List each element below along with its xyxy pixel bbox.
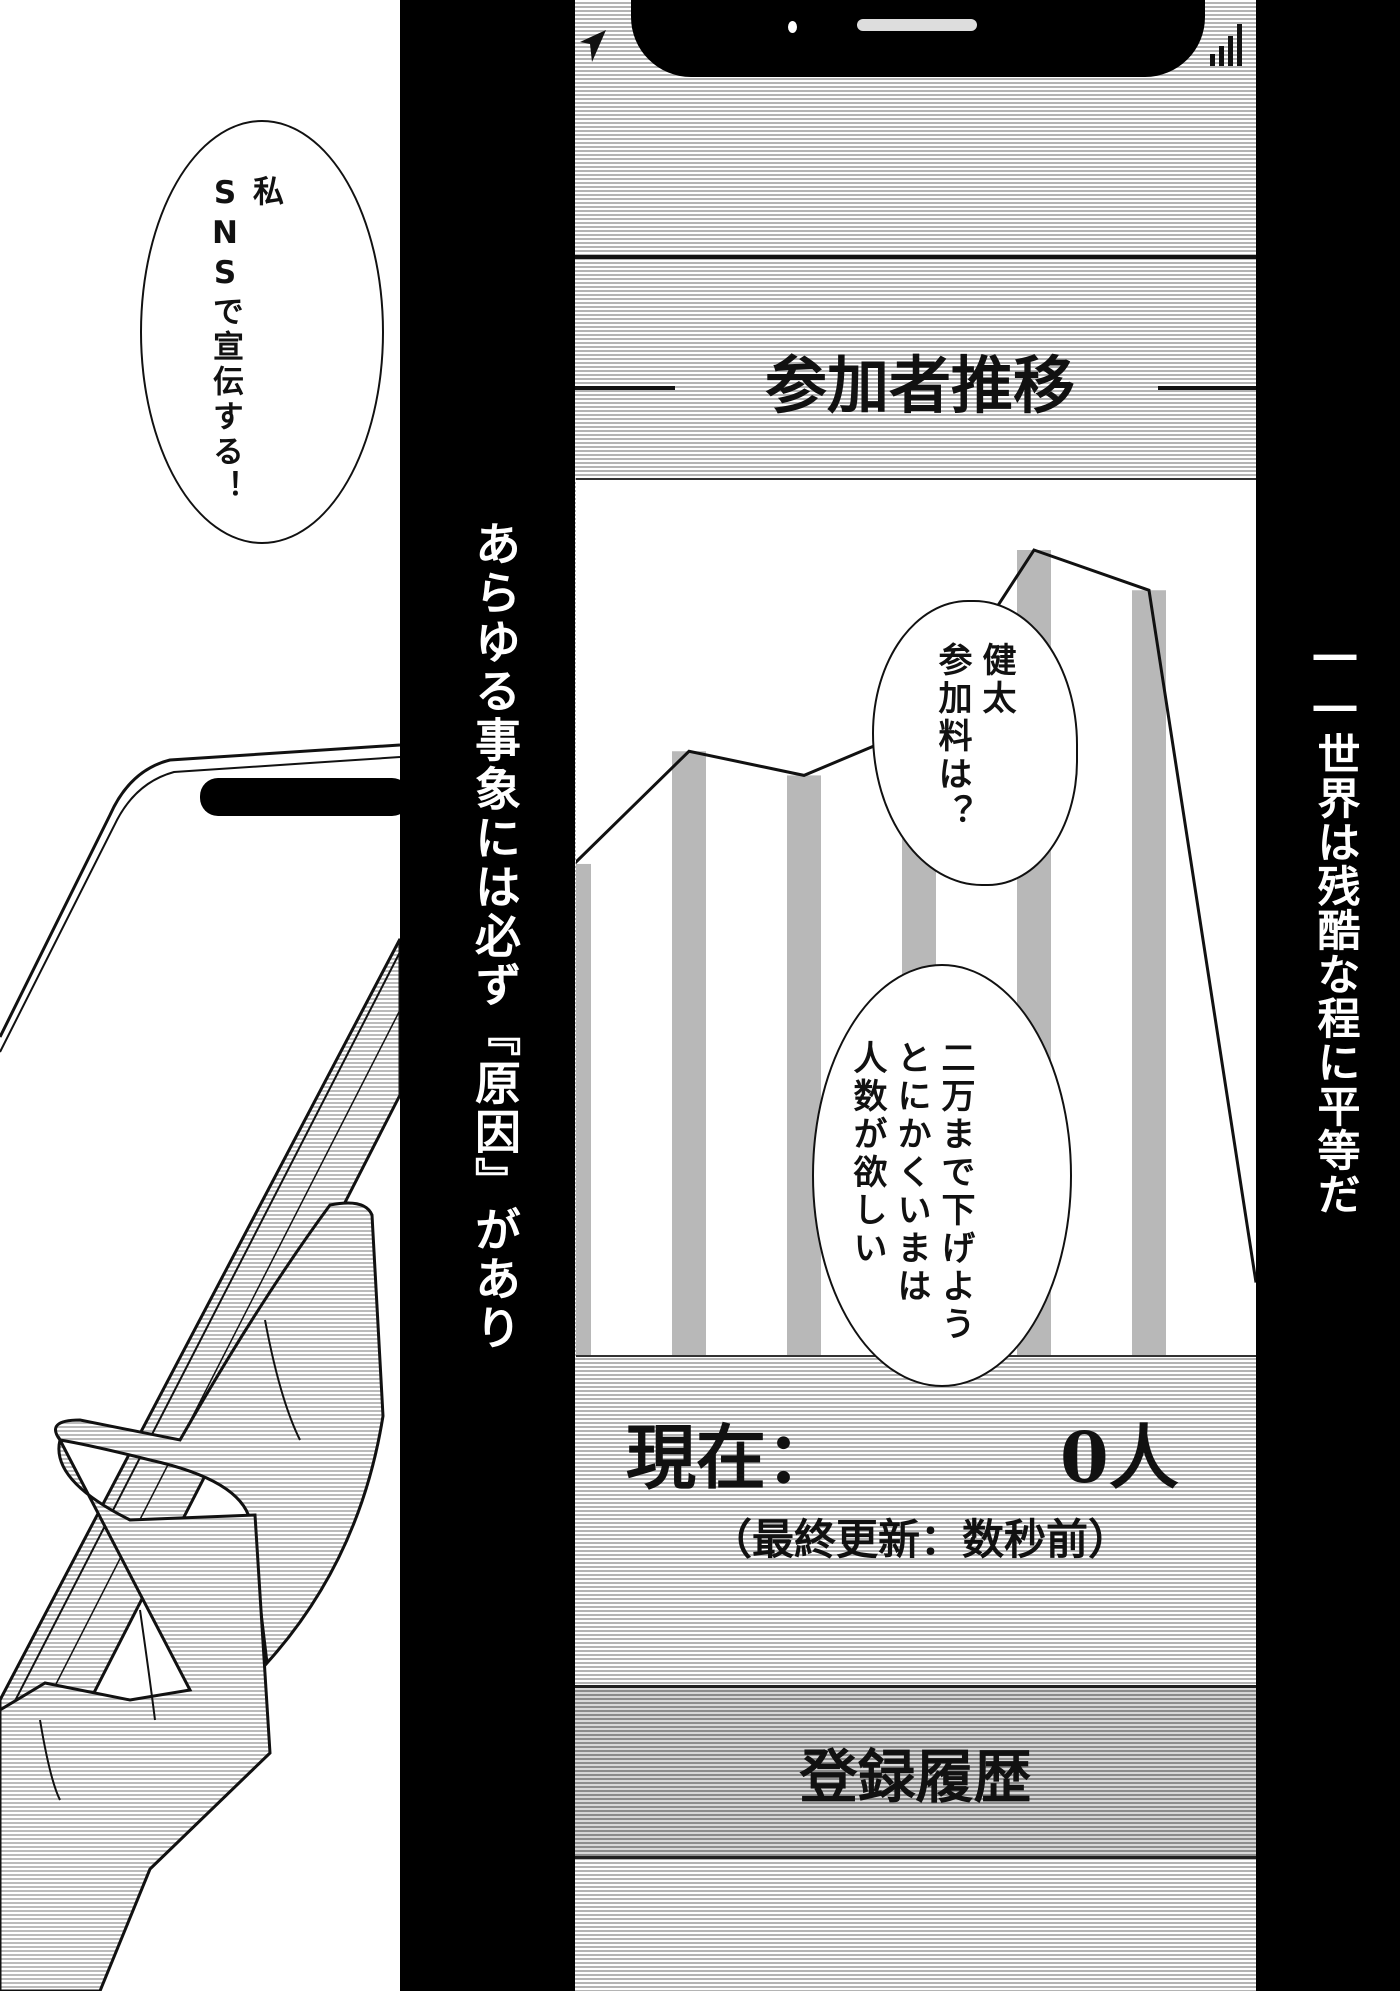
bubble-line: とにかくいまは bbox=[891, 1040, 931, 1306]
bubble-line: 人数が欲しい bbox=[847, 1040, 887, 1268]
current-label: 現在： bbox=[626, 1416, 836, 1499]
speech-bubble-sns-text: 私 SNSで宣伝する！ bbox=[205, 175, 285, 505]
header-divider bbox=[575, 255, 1256, 259]
history-button-label: 登録履歴 bbox=[799, 1743, 1032, 1811]
speech-bubble-price bbox=[812, 964, 1072, 1387]
phone-notch-drawing bbox=[200, 778, 400, 816]
camera-dot bbox=[788, 21, 797, 33]
chart-title: 参加者推移 bbox=[764, 349, 1075, 422]
speech-bubble-kenta-text: 健太 参加料は？ bbox=[930, 642, 1018, 832]
chart-bar bbox=[787, 775, 821, 1355]
title-line-right bbox=[1158, 386, 1256, 390]
current-count: 0人 bbox=[1060, 1416, 1179, 1499]
signal-bars-icon bbox=[1210, 24, 1242, 66]
bubble-line: SNSで宣伝する！ bbox=[207, 175, 243, 505]
location-arrow-icon bbox=[580, 30, 606, 62]
hand-holding-phone-illustration bbox=[0, 743, 400, 1991]
speech-bubble-price-text: 二万まで下げよう とにかくいまは 人数が欲しい bbox=[845, 1040, 977, 1344]
bubble-line: 健太 bbox=[976, 642, 1016, 718]
chart-bar bbox=[1132, 590, 1166, 1355]
phone-notch bbox=[631, 0, 1205, 77]
right-caption: ――世界は残酷な程に平等だ bbox=[1310, 630, 1360, 1216]
speech-bubble-sns bbox=[140, 120, 384, 544]
speaker-slot bbox=[857, 19, 977, 31]
left-caption-band bbox=[400, 0, 575, 1991]
right-caption-band bbox=[1256, 0, 1400, 1991]
chart-bar bbox=[557, 863, 591, 1355]
history-button[interactable]: 登録履歴 bbox=[575, 1685, 1256, 1859]
bubble-line: 二万まで下げよう bbox=[935, 1040, 975, 1344]
bubble-line: 参加料は？ bbox=[932, 642, 972, 832]
title-line-left bbox=[575, 386, 675, 390]
bubble-line: 私 bbox=[247, 175, 283, 210]
chart-bar bbox=[672, 751, 706, 1355]
left-caption: あらゆる事象には必ず『原因』があり bbox=[468, 520, 522, 1353]
last-updated: （最終更新：数秒前） bbox=[709, 1515, 1130, 1564]
speech-bubble-kenta bbox=[872, 600, 1078, 886]
